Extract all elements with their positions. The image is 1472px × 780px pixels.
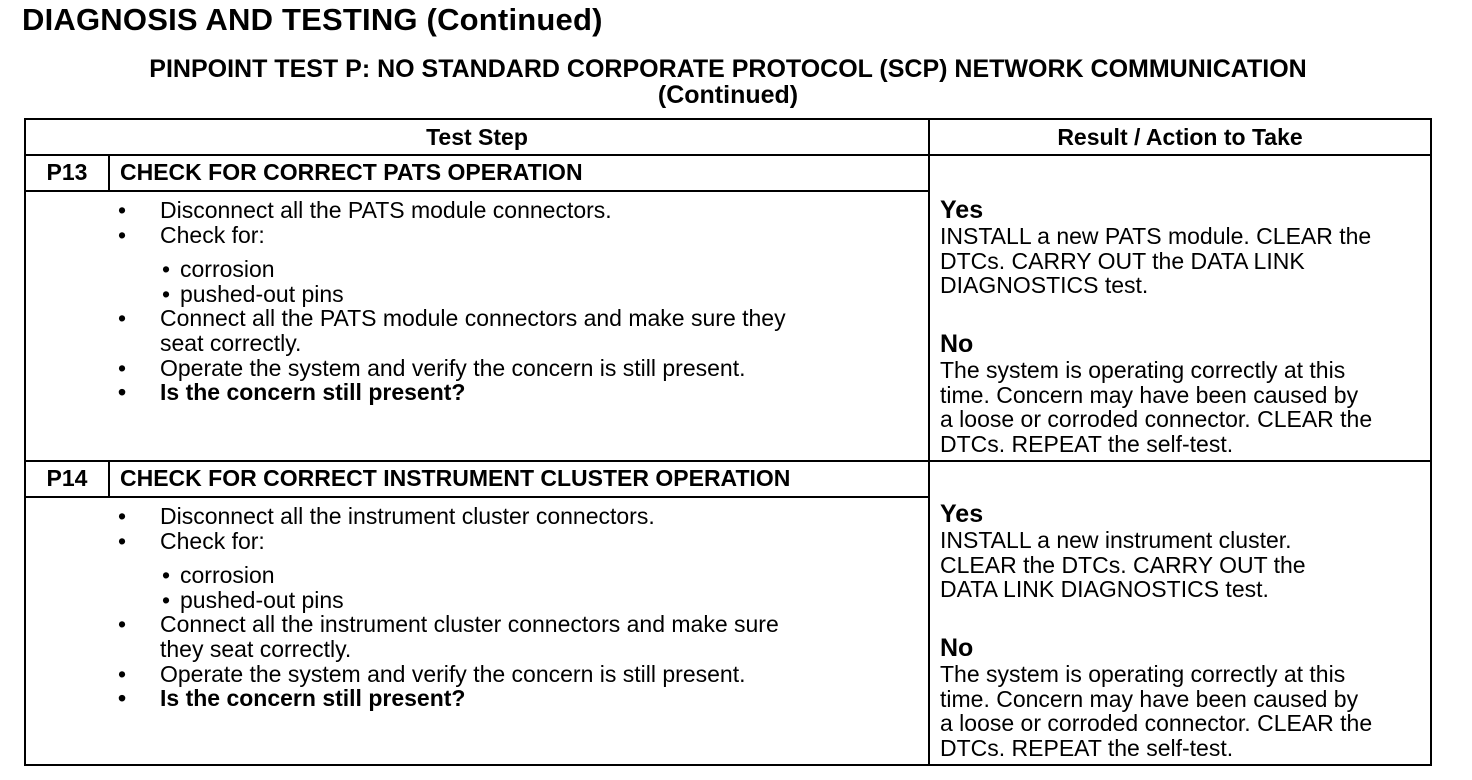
instruction-item: Connect all the instrument cluster conne…	[116, 612, 779, 661]
step-title: CHECK FOR CORRECT INSTRUMENT CLUSTER OPE…	[120, 465, 791, 491]
result-line: CLEAR the DTCs. CARRY OUT the	[940, 551, 1306, 578]
column-divider	[928, 120, 930, 764]
pinpoint-test-title: PINPOINT TEST P: NO STANDARD CORPORATE P…	[149, 55, 1307, 83]
result-line: DTCs. CARRY OUT the DATA LINK	[940, 247, 1305, 274]
sub-item: pushed-out pins	[116, 282, 786, 307]
page-title: DIAGNOSIS AND TESTING (Continued)	[22, 2, 603, 37]
no-result: No The system is operating correctly at …	[940, 330, 1440, 456]
step-instructions: Disconnect all the PATS module connector…	[116, 198, 786, 405]
no-label: No	[940, 634, 974, 662]
instruction-item: Disconnect all the instrument cluster co…	[116, 504, 779, 529]
step-id-divider	[108, 462, 110, 496]
sub-item: pushed-out pins	[116, 588, 779, 613]
step-id-divider	[108, 156, 110, 190]
step-title-rule	[26, 496, 928, 498]
instruction-question: Is the concern still present?	[116, 380, 786, 405]
step-title-rule	[26, 190, 928, 192]
result-line: DIAGNOSTICS test.	[940, 272, 1149, 299]
row-separator	[26, 460, 1430, 462]
result-line: The system is operating correctly at thi…	[940, 661, 1346, 687]
result-line: INSTALL a new instrument cluster.	[940, 527, 1292, 553]
instruction-line: seat correctly.	[160, 329, 302, 356]
yes-result: Yes INSTALL a new PATS module. CLEAR the…	[940, 196, 1440, 298]
result-line: The system is operating correctly at thi…	[940, 357, 1346, 383]
instruction-item: Operate the system and verify the concer…	[116, 355, 786, 381]
pinpoint-test-table: Test Step Result / Action to Take P13 CH…	[24, 118, 1432, 766]
instruction-item: Check for:	[116, 528, 779, 554]
step-id: P13	[46, 159, 88, 185]
instruction-line: Connect all the PATS module connectors a…	[160, 305, 786, 332]
instruction-item: Disconnect all the PATS module connector…	[116, 198, 786, 223]
instruction-item: Operate the system and verify the concer…	[116, 661, 779, 687]
instruction-item: Check for:	[116, 222, 786, 248]
yes-label: Yes	[940, 500, 984, 528]
no-label: No	[940, 330, 974, 358]
result-line: DTCs. REPEAT the self-test.	[940, 734, 1234, 761]
yes-result: Yes INSTALL a new instrument cluster. CL…	[940, 500, 1440, 602]
result-line: DTCs. REPEAT the self-test.	[940, 430, 1234, 457]
header-rule	[26, 154, 1430, 156]
instruction-line: Connect all the instrument cluster conne…	[160, 611, 779, 638]
sub-item: corrosion	[116, 257, 786, 282]
col-header-result: Result / Action to Take	[1057, 124, 1303, 150]
instruction-item: Connect all the PATS module connectors a…	[116, 306, 786, 355]
pinpoint-test-continued: (Continued)	[657, 81, 799, 109]
sub-item: corrosion	[116, 563, 779, 588]
col-header-test-step: Test Step	[426, 124, 528, 150]
step-title: CHECK FOR CORRECT PATS OPERATION	[120, 159, 583, 185]
result-line: INSTALL a new PATS module. CLEAR the	[940, 223, 1372, 249]
yes-label: Yes	[940, 196, 984, 224]
step-instructions: Disconnect all the instrument cluster co…	[116, 504, 779, 711]
instruction-question: Is the concern still present?	[116, 686, 779, 711]
result-line: DATA LINK DIAGNOSTICS test.	[940, 576, 1269, 603]
instruction-line: they seat correctly.	[160, 635, 352, 662]
result-line: a loose or corroded connector. CLEAR the	[940, 710, 1373, 737]
step-id: P14	[46, 465, 88, 491]
result-line: time. Concern may have been caused by	[940, 685, 1359, 712]
no-result: No The system is operating correctly at …	[940, 634, 1440, 760]
result-line: a loose or corroded connector. CLEAR the	[940, 406, 1373, 433]
pinpoint-test-heading: PINPOINT TEST P: NO STANDARD CORPORATE P…	[0, 56, 1456, 108]
result-line: time. Concern may have been caused by	[940, 381, 1359, 408]
